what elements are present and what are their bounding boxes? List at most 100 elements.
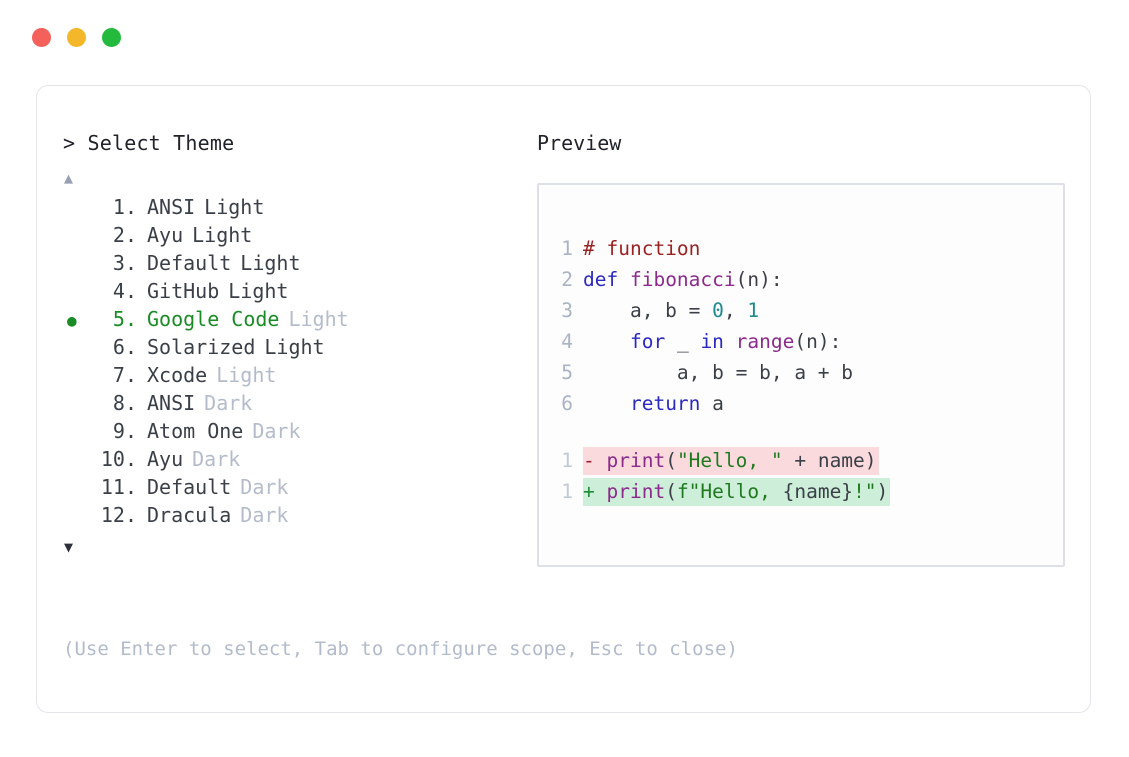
minimize-window-button[interactable] [67, 28, 86, 47]
code-line: 5 a, b = b, a + b [553, 361, 1063, 392]
diff-minus-sign: - [583, 449, 607, 472]
bullet-placeholder: ● [63, 507, 89, 527]
theme-list-item[interactable]: ● 3. Default Light [63, 251, 523, 279]
theme-item-name: Ayu [147, 447, 184, 471]
code-token: f"Hello, [676, 480, 783, 503]
bullet-placeholder: ● [63, 395, 89, 415]
theme-item-index: 7. [112, 363, 137, 387]
selected-bullet-icon: ● [67, 311, 77, 330]
line-number: 5 [561, 361, 573, 384]
code-token: !" [853, 480, 877, 503]
code-token: "Hello, " [676, 449, 783, 472]
code-token: _ [665, 330, 701, 353]
theme-item-name: GitHub [147, 279, 220, 303]
code-token: (n): [735, 268, 783, 291]
theme-item-variant: Light [264, 335, 325, 359]
theme-item-index: 3. [112, 251, 137, 275]
close-window-button[interactable] [32, 28, 51, 47]
code-preview-box: 1 # function 2 def fibonacci(n): 3 a, b = 0,… [537, 183, 1065, 567]
theme-item-index: 11. [100, 475, 137, 499]
code-token: # function [583, 237, 701, 260]
bullet-placeholder: ● [63, 451, 89, 471]
code-token: a, b = b, a + b [583, 361, 854, 384]
theme-item-index: 1. [112, 195, 137, 219]
bullet-placeholder: ● [63, 339, 89, 359]
code-token [583, 392, 630, 415]
code-token: 1 [747, 299, 760, 322]
code-token [583, 330, 630, 353]
theme-list-item[interactable]: ● 11. Default Dark [63, 475, 523, 503]
theme-item-name: ANSI [147, 195, 196, 219]
theme-item-name: Google Code [147, 307, 280, 331]
theme-item-variant: Light [192, 223, 253, 247]
code-spacer [553, 423, 1063, 447]
code-token: + name) [782, 449, 877, 472]
code-token: fibonacci [629, 268, 736, 291]
theme-item-name: Default [147, 475, 232, 499]
bullet-placeholder: ● [63, 367, 89, 387]
theme-list-item[interactable]: ● 7. Xcode Light [63, 363, 523, 391]
theme-item-index: 8. [112, 391, 137, 415]
window-traffic-lights [32, 28, 121, 47]
theme-item-variant: Light [240, 251, 301, 275]
code-token: {name} [782, 480, 854, 503]
code-token: ( [665, 449, 677, 472]
diff-added-line: 1+ print(f"Hello, {name}!") [553, 478, 1063, 509]
code-line: 6 return a [553, 392, 1063, 423]
theme-item-index: 2. [112, 223, 137, 247]
code-token: 0 [712, 299, 724, 322]
theme-item-variant: Light [288, 307, 349, 331]
theme-item-name: Xcode [147, 363, 208, 387]
theme-item-index: 9. [112, 419, 137, 443]
code-token: return [629, 392, 701, 415]
theme-item-name: Dracula [147, 503, 232, 527]
theme-item-variant: Dark [192, 447, 241, 471]
bullet-placeholder: ● [63, 423, 89, 443]
scroll-up-icon[interactable]: ▲ [64, 169, 74, 187]
theme-item-name: Ayu [147, 223, 184, 247]
code-token: ) [876, 480, 889, 503]
line-number: 2 [561, 268, 573, 291]
code-token: print [606, 480, 666, 503]
theme-picker-card: > Select Theme ▲ ●1.ANSILight●2.AyuLight… [36, 85, 1091, 713]
bullet-placeholder: ● [63, 255, 89, 275]
theme-item-index: 4. [112, 279, 137, 303]
diff-block: 1- print("Hello, " + name)1+ print(f"Hel… [553, 447, 1063, 509]
theme-item-variant: Dark [240, 475, 289, 499]
diff-removed-line: 1- print("Hello, " + name) [553, 447, 1063, 478]
keyboard-hint: (Use Enter to select, Tab to configure s… [63, 638, 738, 660]
theme-item-variant: Light [228, 279, 289, 303]
code-token: def [583, 268, 630, 291]
scroll-down-icon[interactable]: ▼ [64, 538, 74, 556]
code-line: 3 a, b = 0, 1 [553, 299, 1063, 330]
bullet-placeholder: ● [63, 283, 89, 303]
diff-line-body: - print("Hello, " + name) [583, 447, 879, 475]
bullet-placeholder: ● [63, 199, 89, 219]
theme-item-name: ANSI [147, 391, 196, 415]
theme-item-name: Atom One [147, 419, 244, 443]
code-line: 2 def fibonacci(n): [553, 268, 1063, 299]
diff-plus-sign: + [583, 480, 607, 503]
bullet-placeholder: ● [63, 479, 89, 499]
code-token: , [723, 299, 748, 322]
theme-item-name: Default [147, 251, 232, 275]
code-token: in [700, 330, 724, 353]
theme-item-name: Solarized [147, 335, 256, 359]
maximize-window-button[interactable] [102, 28, 121, 47]
line-number: 4 [561, 330, 573, 353]
line-number: 6 [561, 392, 573, 415]
diff-line-body: + print(f"Hello, {name}!") [583, 478, 891, 506]
code-token: ( [665, 480, 677, 503]
code-token: a, b = [583, 299, 713, 322]
theme-item-variant: Light [216, 363, 277, 387]
theme-list-item[interactable]: ● 4. GitHub Light [63, 279, 523, 307]
